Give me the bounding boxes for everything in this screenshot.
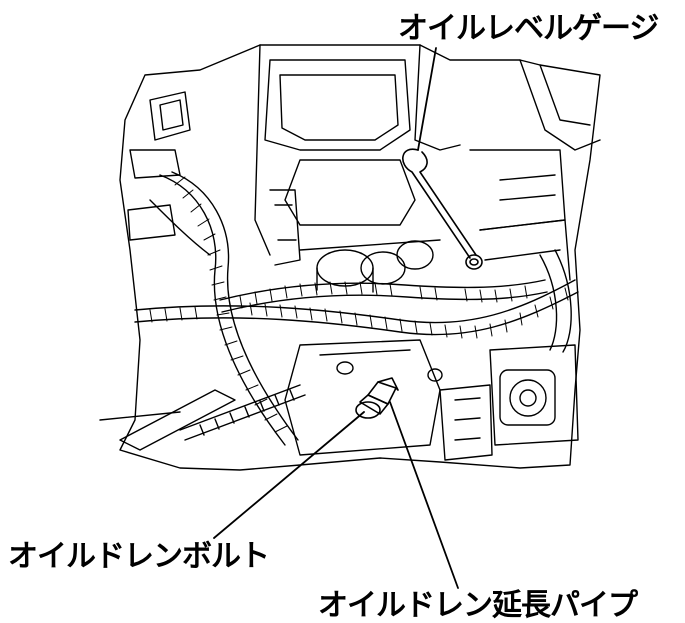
leader-line-bolt: [214, 412, 364, 538]
leader-line-gauge: [418, 48, 436, 150]
left-bracket: [128, 92, 300, 265]
oil-pan: [285, 340, 442, 455]
oil-level-gauge: [403, 149, 482, 269]
right-side-assembly: [440, 345, 578, 460]
leader-lines: [214, 48, 458, 588]
label-oil-level-gauge: オイルレベルゲージ: [398, 11, 659, 46]
oil-drain-extension-pipe: [356, 378, 398, 418]
starter-motor: [300, 240, 440, 292]
leader-line-pipe: [390, 402, 458, 588]
label-oil-drain-extension-pipe: オイルドレン延長パイプ: [318, 588, 638, 623]
label-oil-drain-bolt: オイルドレンボルト: [8, 539, 270, 574]
engine-block-outline: [120, 45, 600, 470]
wiring-harness: [135, 172, 578, 445]
harness-hatching: [150, 177, 568, 432]
tension-rod: [100, 385, 305, 450]
